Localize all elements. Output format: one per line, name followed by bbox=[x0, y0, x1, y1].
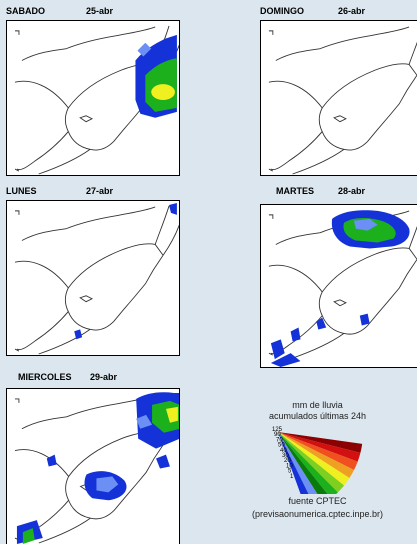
color-scale-wedge bbox=[277, 432, 354, 479]
forecast-panel-martes: MARTES 28-abr bbox=[260, 186, 417, 368]
date-label: 25-abr bbox=[86, 6, 114, 16]
date-label: 29-abr bbox=[90, 372, 118, 382]
date-label: 27-abr bbox=[86, 186, 114, 196]
day-label: SABADO bbox=[6, 6, 46, 16]
rain-map bbox=[260, 204, 417, 368]
color-scale-wedge bbox=[277, 432, 338, 494]
rain-map bbox=[260, 20, 417, 176]
color-scale-label: 90 bbox=[274, 432, 281, 438]
color-scale-label: 40 bbox=[280, 448, 287, 454]
panel-header: MARTES 28-abr bbox=[260, 186, 417, 200]
panel-header: MIERCOLES 29-abr bbox=[6, 372, 182, 386]
rain-map bbox=[6, 20, 180, 176]
panel-header: LUNES 27-abr bbox=[6, 186, 182, 200]
color-scale-label: 70 bbox=[276, 437, 283, 443]
color-scale-label: 10 bbox=[286, 463, 293, 469]
forecast-panel-lunes: LUNES 27-abr bbox=[6, 186, 182, 358]
color-scale-label: 5 bbox=[288, 469, 292, 475]
color-scale-wedge bbox=[277, 432, 349, 486]
color-scale-label: 125 bbox=[272, 427, 283, 433]
panel-header: DOMINGO 26-abr bbox=[260, 6, 417, 20]
legend-title-line1: mm de lluvia bbox=[292, 400, 343, 410]
forecast-panel-miercoles: MIERCOLES 29-abr bbox=[6, 372, 182, 544]
rain-area bbox=[74, 202, 177, 340]
color-scale-label: 30 bbox=[282, 453, 289, 459]
date-label: 26-abr bbox=[338, 6, 366, 16]
color-scale-wedge bbox=[277, 432, 344, 493]
color-scale-label: 50 bbox=[278, 443, 285, 449]
rain-area bbox=[16, 392, 179, 544]
day-label: MARTES bbox=[276, 186, 314, 196]
legend-title-line2: acumulados últimas 24h bbox=[268, 411, 367, 421]
day-label: DOMINGO bbox=[260, 6, 304, 16]
rain-map bbox=[6, 200, 180, 356]
color-scale-label: 1 bbox=[290, 474, 294, 480]
date-label: 28-abr bbox=[338, 186, 366, 196]
color-scale-wedge bbox=[277, 432, 358, 471]
forecast-panel-sabado: SABADO 25-abr bbox=[6, 6, 182, 178]
rain-area bbox=[135, 34, 177, 118]
color-scale-wedge bbox=[277, 432, 360, 462]
color-scale-label: 20 bbox=[284, 458, 291, 464]
source-line2: (previsaonumerica.cptec.inpe.br) bbox=[251, 509, 384, 519]
forecast-panel-domingo: DOMINGO 26-abr bbox=[260, 6, 417, 178]
rain-area bbox=[270, 210, 410, 367]
day-label: LUNES bbox=[6, 186, 37, 196]
panel-header: SABADO 25-abr bbox=[6, 6, 182, 20]
color-scale-wedge bbox=[277, 432, 362, 453]
source-line1: fuente CPTEC bbox=[288, 496, 347, 506]
day-label: MIERCOLES bbox=[18, 372, 72, 382]
rain-map bbox=[6, 388, 180, 544]
